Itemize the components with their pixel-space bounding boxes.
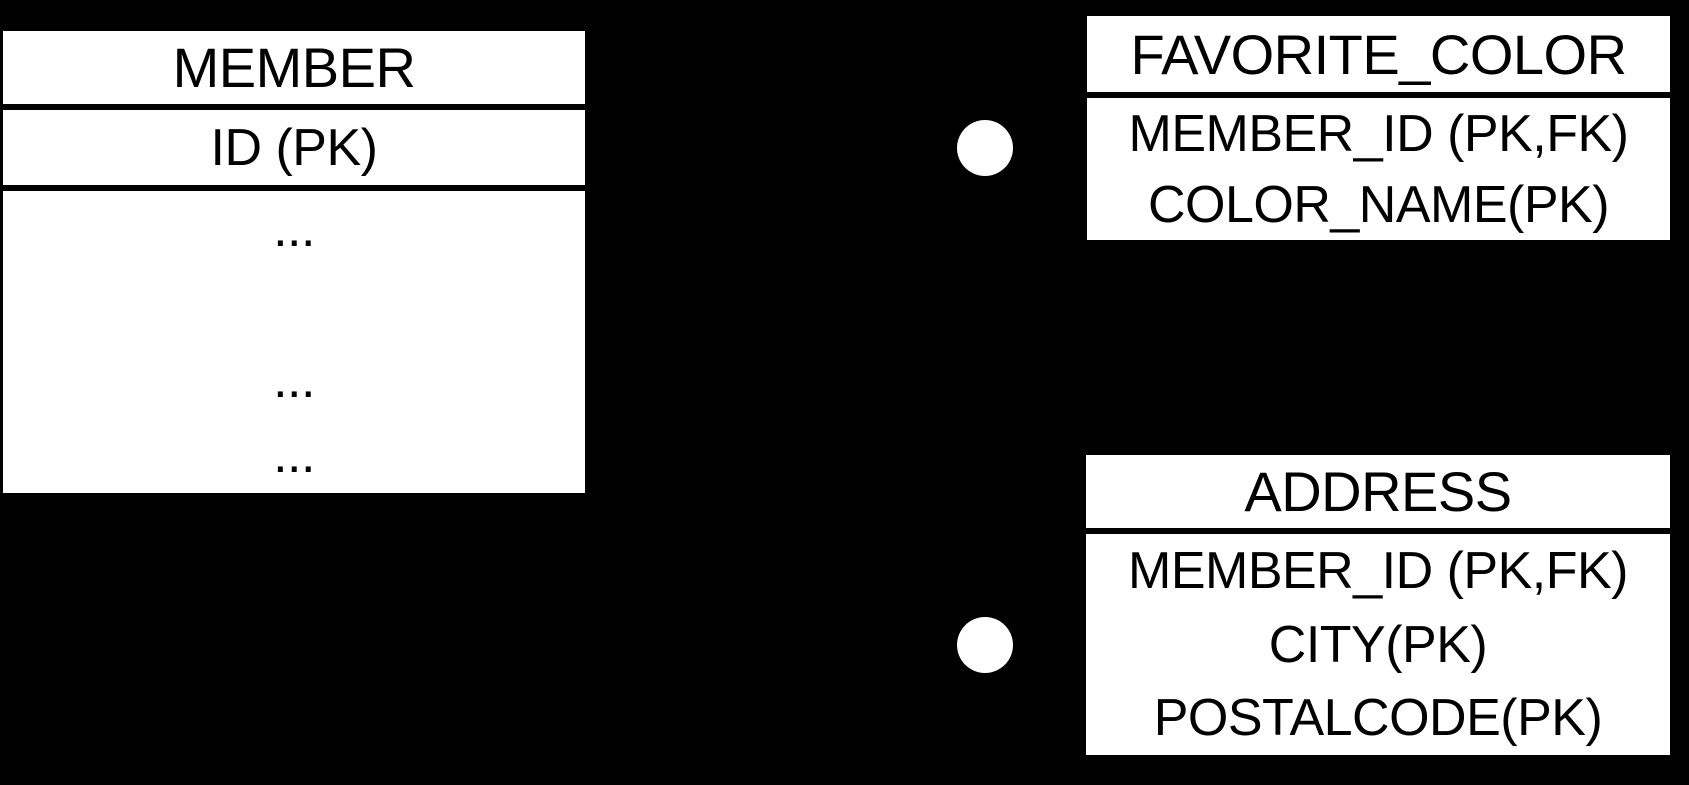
divider [1087, 92, 1670, 98]
entity-address-row: POSTALCODE(PK) [1153, 689, 1603, 748]
entity-favorite-color-title: FAVORITE_COLOR [1130, 22, 1627, 86]
entity-address: ADDRESS MEMBER_ID (PK,FK) CITY(PK) POSTA… [1086, 455, 1670, 755]
entity-member-body-row: ... [273, 199, 315, 258]
entity-address-title: ADDRESS [1244, 460, 1512, 523]
relationship-endpoint-circle-favorite-color [957, 120, 1013, 176]
entity-address-row: CITY(PK) [1268, 615, 1488, 674]
entity-member-title: MEMBER [172, 36, 416, 99]
divider [1086, 528, 1670, 534]
divider [3, 185, 585, 191]
entity-favorite-color: FAVORITE_COLOR MEMBER_ID (PK,FK) COLOR_N… [1087, 16, 1670, 240]
entity-favorite-color-row: COLOR_NAME(PK) [1147, 175, 1610, 234]
entity-member-body-row [3, 267, 585, 343]
relationship-endpoint-circle-address [957, 617, 1013, 673]
entity-favorite-color-row: MEMBER_ID (PK,FK) [1128, 104, 1630, 163]
entity-favorite-color-body: MEMBER_ID (PK,FK) COLOR_NAME(PK) [1087, 98, 1670, 240]
divider [3, 104, 585, 110]
entity-member-body-row: ... [273, 426, 315, 485]
entity-address-body: MEMBER_ID (PK,FK) CITY(PK) POSTALCODE(PK… [1086, 534, 1670, 755]
entity-address-row: MEMBER_ID (PK,FK) [1128, 541, 1629, 600]
entity-member-body: ... ... ... [3, 191, 585, 493]
entity-member: MEMBER ID (PK) ... ... ... [3, 31, 585, 493]
entity-member-body-row: ... [273, 350, 315, 409]
entity-member-key-row: ID (PK) [210, 118, 378, 177]
